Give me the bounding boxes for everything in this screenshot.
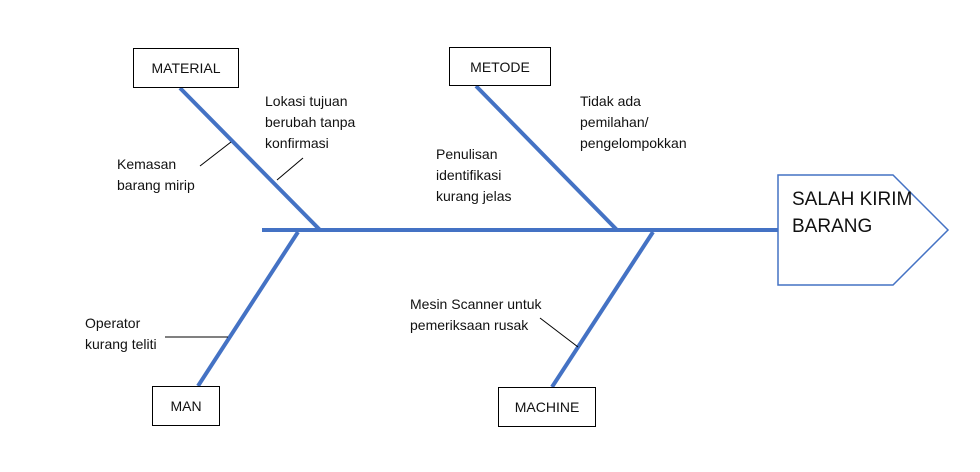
cause-man-1: Operator kurang teliti bbox=[85, 315, 157, 352]
bone-man bbox=[196, 230, 300, 388]
category-metode: METODE bbox=[449, 47, 551, 86]
effect-label: SALAH KIRIM BARANG bbox=[792, 189, 913, 237]
sub-bone-material-2 bbox=[276, 157, 304, 181]
category-machine: MACHINE bbox=[498, 387, 596, 427]
cause-material-1: Kemasan barang mirip bbox=[117, 156, 195, 193]
sub-bone-material-1 bbox=[199, 141, 232, 167]
bone-machine bbox=[550, 230, 655, 389]
category-material: MATERIAL bbox=[133, 48, 239, 88]
cause-metode-1: Penulisan identifikasi kurang jelas bbox=[436, 146, 512, 204]
category-man: MAN bbox=[152, 386, 220, 426]
cause-material-2: Lokasi tujuan berubah tanpa konfirmasi bbox=[265, 93, 356, 151]
bone-material bbox=[178, 86, 322, 232]
cause-machine-1: Mesin Scanner untuk pemeriksaan rusak bbox=[410, 296, 542, 333]
bone-metode bbox=[474, 84, 619, 232]
cause-metode-2: Tidak ada pemilahan/ pengelompokkan bbox=[580, 93, 687, 151]
sub-bone-machine-1 bbox=[539, 317, 579, 348]
effect-head-shape bbox=[777, 174, 950, 286]
